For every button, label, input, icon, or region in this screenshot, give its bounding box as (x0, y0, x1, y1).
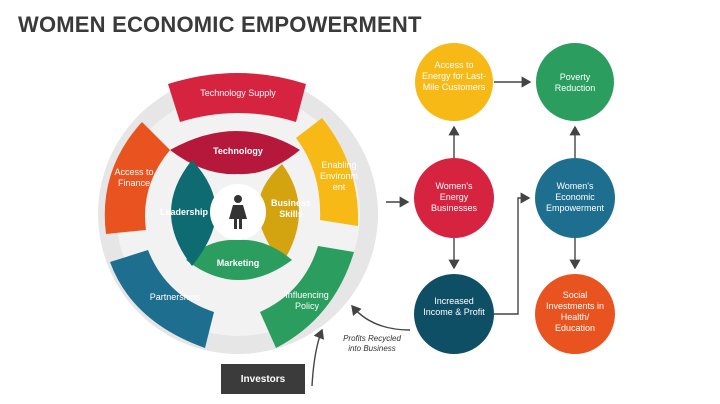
petal-technology (170, 131, 300, 175)
petal-marketing (186, 239, 292, 280)
label-influencing-policy: Influencing Policy (285, 290, 329, 311)
segment-influencing-policy (260, 246, 354, 348)
segment-enabling-environment (296, 118, 359, 226)
label-marketing: Marketing (216, 258, 260, 268)
node-womens-energy-circle (414, 158, 494, 238)
label-access-to-finance: Access to Finance (114, 167, 154, 188)
label-poverty-reduction: Poverty Reduction (554, 72, 596, 93)
page-title: WOMEN ECONOMIC EMPOWERMENT (18, 12, 422, 37)
node-social-investments-circle (535, 274, 615, 354)
arrow-income-to-empowerment (494, 192, 531, 315)
label-leadership: Leadership (159, 207, 208, 217)
label-business-skills: Business Skills (270, 198, 312, 219)
label-technology: Technology (213, 146, 263, 156)
label-increased-income-profit: Increased Income & Profit (423, 296, 485, 317)
woman-icon (229, 195, 247, 229)
arrow-investors-to-policy (311, 328, 325, 387)
segment-technology-supply (168, 73, 306, 122)
label-enabling-environment: Enabling Environm ent (319, 160, 358, 192)
petal-leadership (171, 160, 216, 266)
label-technology-supply: Technology Supply (200, 88, 276, 98)
label-access-to-energy: Access to Energy for Last-Mile Customers (421, 60, 487, 92)
label-womens-economic-empowerment: Women's Economic Empowerment (545, 181, 605, 213)
node-womens-empowerment-circle (535, 158, 615, 238)
label-social-investments: Social Investments in Health/ Education (545, 290, 605, 333)
investors-box: Investors (221, 364, 305, 394)
node-poverty-reduction-circle (536, 43, 614, 121)
node-increased-income-circle (414, 274, 494, 354)
node-access-to-energy-circle (415, 43, 493, 121)
note-profits-recycled: Profits Recycled into Business (343, 334, 401, 353)
arrow-profits-recycled (351, 304, 411, 331)
segment-access-to-finance (104, 122, 170, 234)
segment-partnerships (110, 250, 214, 348)
label-womens-energy-businesses: Women's Energy Businesses (430, 181, 478, 213)
label-partnerships: Partnerships (149, 292, 201, 302)
petal-business-skills (258, 164, 299, 264)
